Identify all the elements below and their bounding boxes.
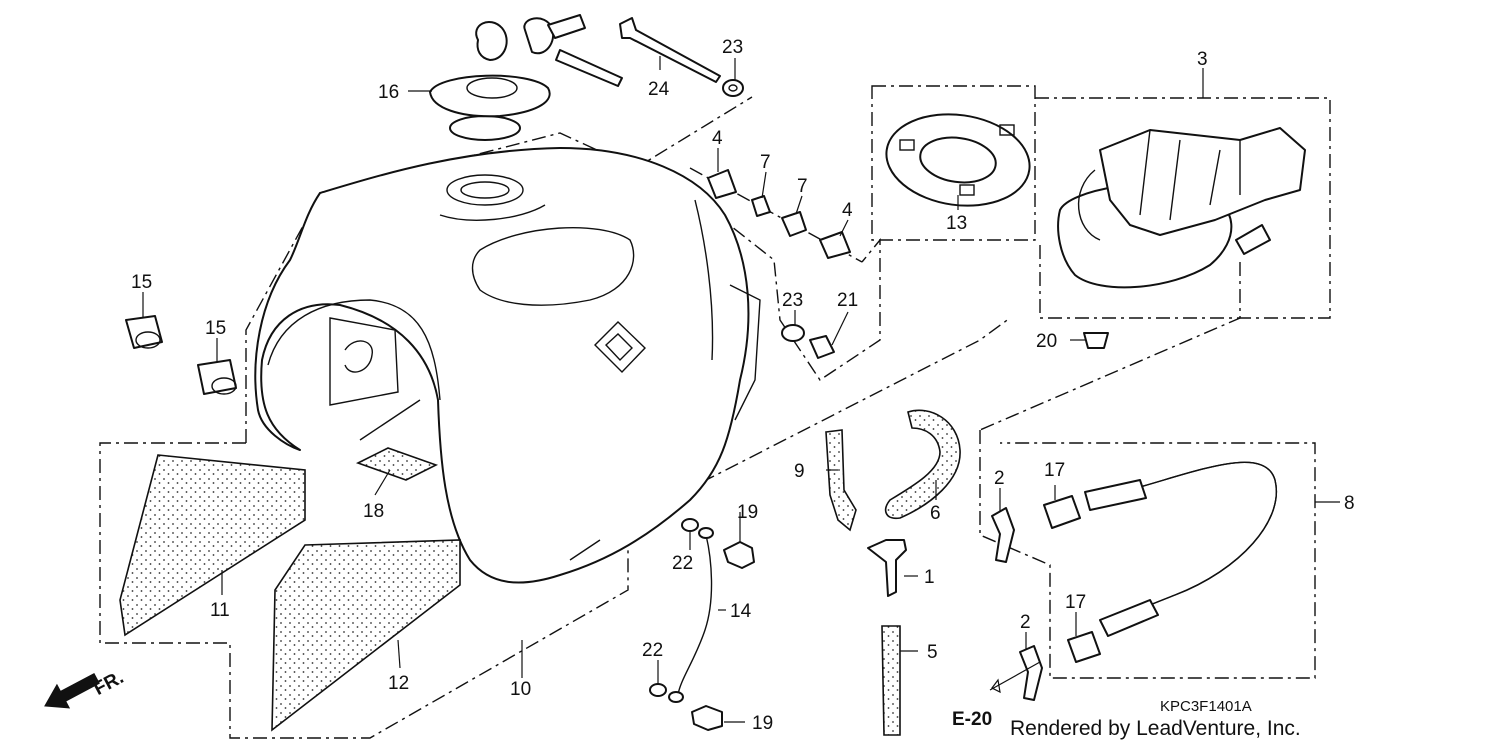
cushion-right — [197, 359, 237, 395]
fuel-hose-5 — [881, 625, 901, 736]
callout-19-upper: 19 — [737, 502, 758, 523]
callout-12: 12 — [388, 673, 409, 694]
front-direction-label: FR. — [90, 667, 127, 700]
callout-21: 21 — [837, 290, 858, 311]
callout-17-lower: 17 — [1065, 592, 1086, 613]
callout-7-left: 7 — [760, 152, 771, 173]
pump-to-joint-outline — [979, 262, 1241, 431]
callout-14: 14 — [730, 601, 752, 622]
washer-upper — [681, 518, 699, 532]
seal-box-outline — [871, 85, 1036, 241]
callout-9: 9 — [794, 461, 805, 482]
fuel-pump-unit — [1057, 127, 1306, 289]
callout-24: 24 — [648, 79, 670, 100]
rubber-mount-right — [819, 231, 851, 259]
front-arrow-icon — [44, 672, 100, 709]
callout-2-lower: 2 — [1020, 612, 1031, 633]
callout-13: 13 — [946, 213, 967, 234]
leader-lines — [142, 56, 1340, 723]
callout-8: 8 — [1344, 493, 1355, 514]
callout-6: 6 — [930, 503, 941, 524]
callout-20: 20 — [1036, 331, 1057, 352]
callout-15-right: 15 — [205, 318, 226, 339]
cushion-left — [125, 315, 163, 349]
callout-15-left: 15 — [131, 272, 152, 293]
fuel-hose-9 — [825, 429, 857, 532]
foam-pad-small — [355, 447, 439, 481]
callout-10: 10 — [510, 679, 531, 700]
retainer-upper — [991, 507, 1015, 563]
connector-clip-lower — [1067, 631, 1101, 663]
collar-left — [751, 195, 771, 217]
fuel-tank — [254, 147, 761, 584]
three-way-joint — [867, 539, 907, 597]
callout-11: 11 — [210, 600, 230, 621]
retainer-lower — [1019, 645, 1043, 701]
hose-box-outline — [979, 430, 1316, 679]
cross-reference-label: E-20 — [952, 709, 992, 730]
bolt-upper — [723, 541, 755, 569]
fuel-filler-cap — [429, 14, 623, 141]
callout-1: 1 — [924, 567, 935, 588]
washer-lower — [649, 683, 667, 697]
foam-pad-left — [119, 454, 306, 637]
ground-cable — [668, 527, 714, 703]
callout-4-left: 4 — [712, 128, 723, 149]
callout-7-right: 7 — [797, 176, 808, 197]
bolt-lower — [691, 705, 723, 731]
pump-seal-ring — [885, 113, 1031, 207]
pump-box-outline — [1035, 97, 1331, 319]
quick-connect-hose — [1084, 461, 1278, 637]
fuel-hose-6 — [884, 409, 961, 520]
washer-top — [722, 79, 744, 97]
callout-22-upper: 22 — [672, 553, 693, 574]
connector-clip-upper — [1043, 495, 1081, 529]
long-bolt — [619, 17, 721, 83]
credit-text: Rendered by LeadVenture, Inc. — [1010, 717, 1301, 740]
callout-17-upper: 17 — [1044, 460, 1065, 481]
rubber-mount-left — [707, 169, 737, 199]
callout-19-lower: 19 — [752, 713, 773, 734]
nut — [809, 335, 835, 359]
callout-23-top: 23 — [722, 37, 743, 58]
drawing-code: KPC3F1401A — [1160, 698, 1252, 715]
callout-3: 3 — [1197, 49, 1208, 70]
callout-22-lower: 22 — [642, 640, 663, 661]
callout-23-mid: 23 — [782, 290, 803, 311]
callout-18: 18 — [363, 501, 384, 522]
callout-16: 16 — [378, 82, 399, 103]
callout-2-upper: 2 — [994, 468, 1005, 489]
callout-4-right: 4 — [842, 200, 853, 221]
foam-pad-right — [271, 539, 461, 732]
collar-right — [781, 211, 807, 237]
washer-mid — [781, 324, 805, 342]
callout-5: 5 — [927, 642, 938, 663]
pump-grommet — [1083, 332, 1109, 349]
